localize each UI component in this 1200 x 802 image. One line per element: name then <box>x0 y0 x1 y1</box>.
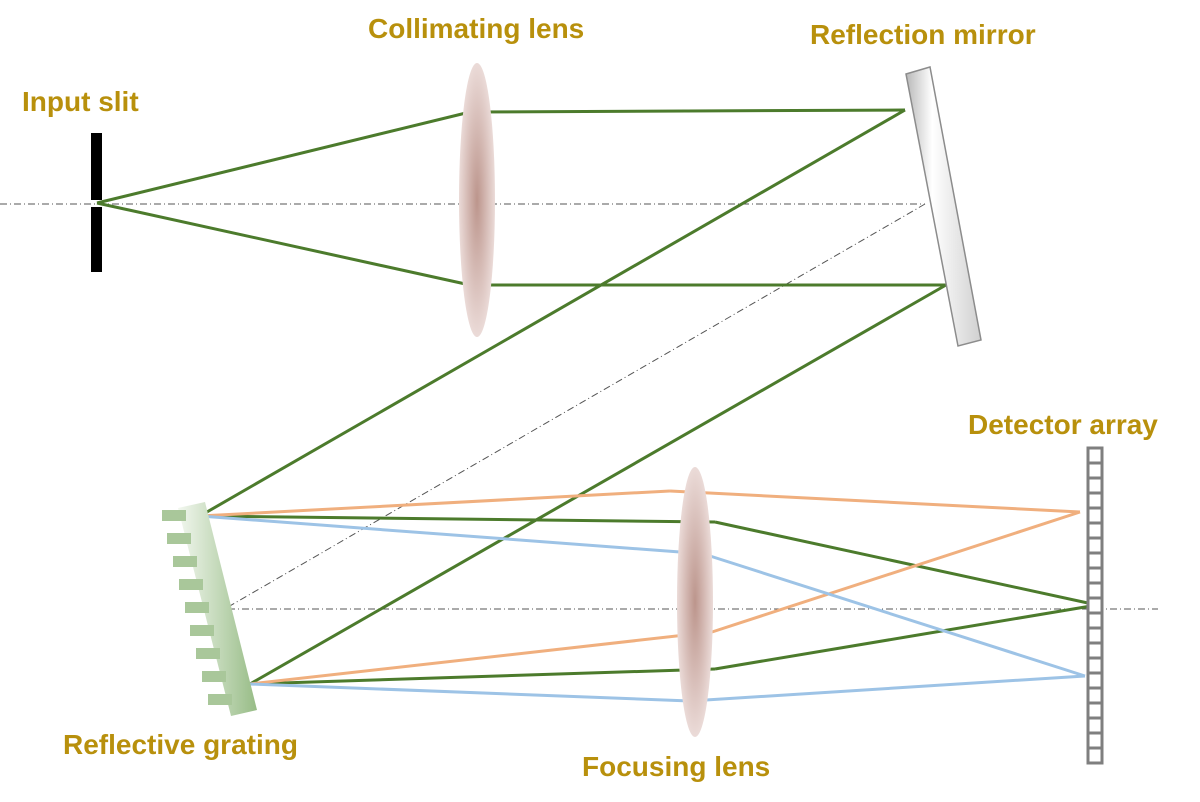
diagonal-optical-axis <box>227 203 926 608</box>
focusing-lens-label: Focusing lens <box>582 751 770 782</box>
focusing-lens <box>677 467 713 737</box>
optical-axes <box>0 203 1158 610</box>
input-slit-label: Input slit <box>22 86 139 117</box>
reflection-mirror-label: Reflection mirror <box>810 19 1036 50</box>
detector-array <box>1086 446 1104 765</box>
detector-array-label: Detector array <box>968 409 1158 440</box>
reflective-grating <box>162 502 257 716</box>
input-slit <box>91 133 102 272</box>
green-beam <box>96 108 1098 686</box>
collimating-lens-label: Collimating lens <box>368 13 584 44</box>
collimating-lens <box>459 63 495 337</box>
reflection-mirror <box>905 66 982 347</box>
orange-beam <box>199 489 1081 686</box>
reflective-grating-label: Reflective grating <box>63 729 298 760</box>
blue-beam <box>199 514 1086 703</box>
